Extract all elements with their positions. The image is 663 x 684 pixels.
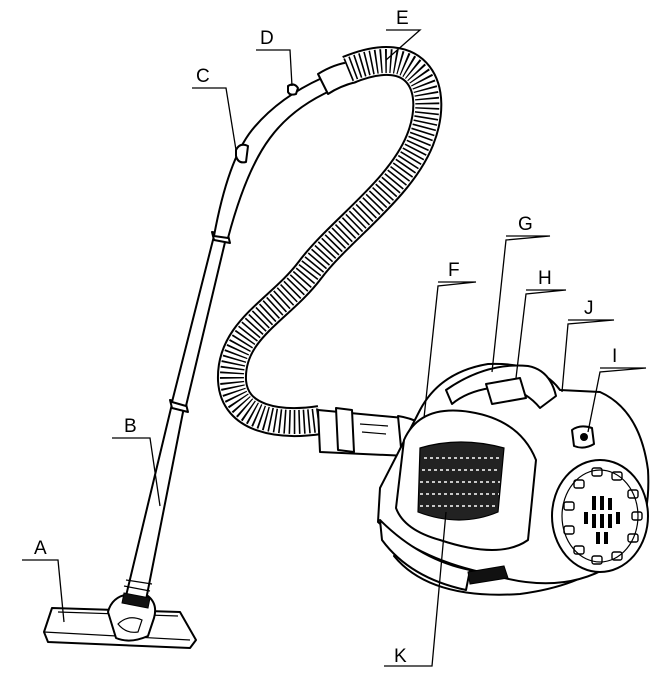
callout-label-j: J	[584, 298, 594, 319]
canister-body	[377, 362, 650, 596]
vent-ring	[563, 467, 643, 565]
callout-label-h: H	[538, 268, 552, 289]
callout-labels: A B C D E F G H I J K	[34, 8, 617, 667]
callout-label-f: F	[448, 260, 460, 281]
callout-label-g: G	[518, 214, 533, 235]
callout-label-b: B	[124, 416, 137, 437]
callout-label-d: D	[260, 28, 274, 49]
callout-label-i: I	[612, 346, 617, 367]
telescopic-tube	[121, 231, 231, 609]
callout-label-e: E	[396, 8, 409, 29]
callout-label-c: C	[196, 66, 210, 87]
floor-nozzle	[43, 593, 197, 649]
callout-label-a: A	[34, 538, 47, 559]
callout-label-k: K	[394, 646, 407, 667]
callout-leaders	[22, 29, 647, 667]
exhaust-vent	[584, 496, 620, 544]
flexible-hose	[217, 45, 443, 437]
curved-handle	[213, 61, 357, 239]
dust-container-window	[417, 441, 505, 521]
